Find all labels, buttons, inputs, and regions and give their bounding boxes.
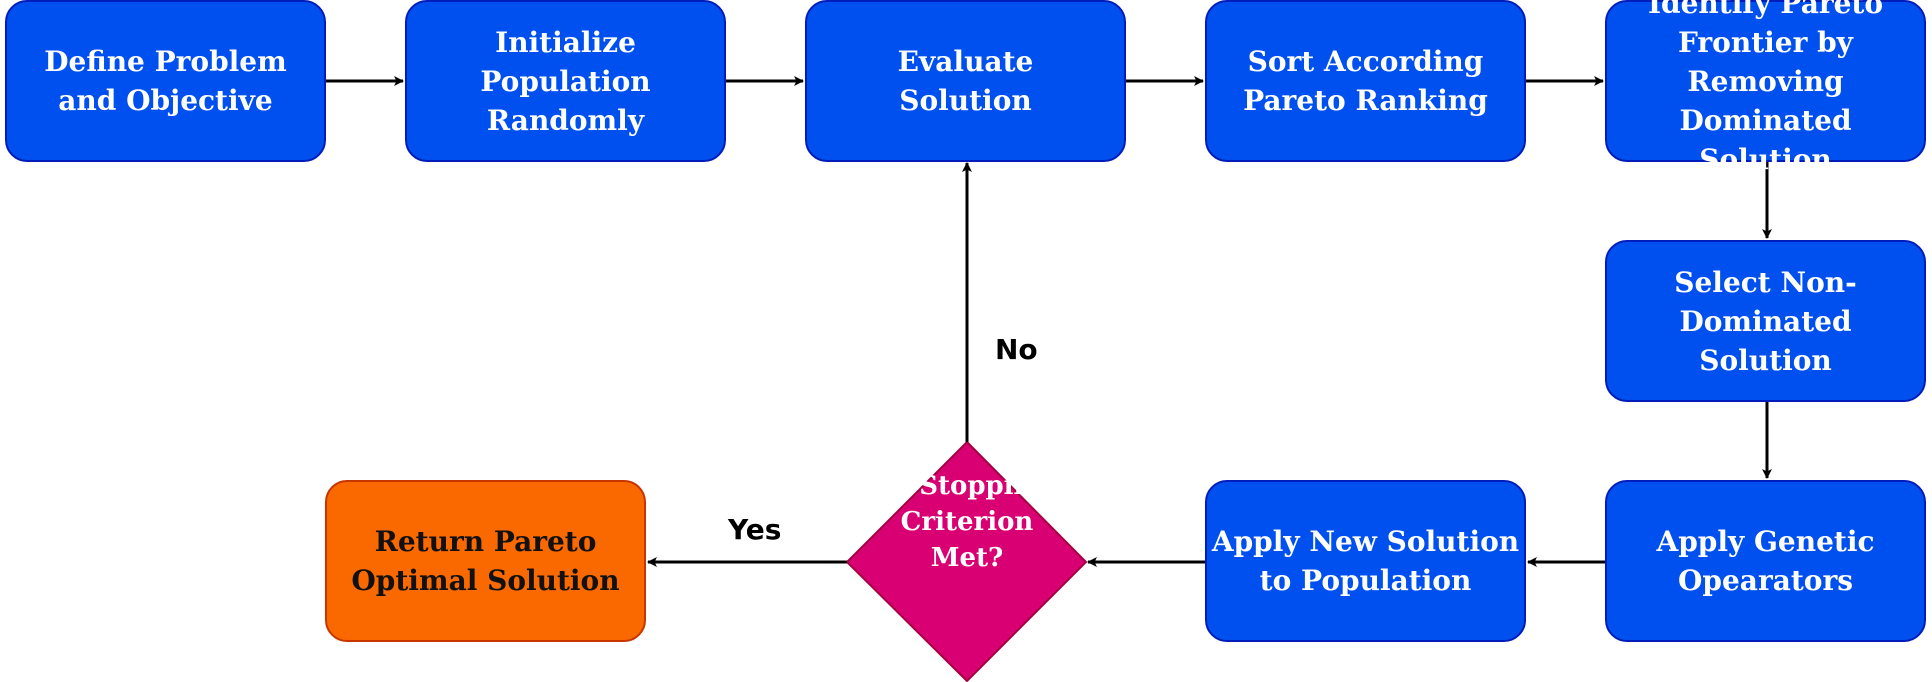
edge-label-no: No — [995, 333, 1038, 366]
node-identify-frontier: Identify Pareto Frontier by Removing Dom… — [1605, 0, 1926, 176]
node-select-non-dominated: Select Non-Dominated Solution — [1605, 240, 1926, 402]
decision-diamond — [845, 440, 1088, 682]
node-apply-genetic: Apply Genetic Opearators — [1605, 480, 1926, 642]
node-define-problem: Define Problem and Objective — [5, 0, 326, 162]
node-return-optimal: Return Pareto Optimal Solution — [325, 480, 646, 642]
node-sort-pareto: Sort According Pareto Ranking — [1205, 0, 1526, 162]
decision-stopping-criterion: Is Stopping Criterion Met? — [883, 471, 1051, 573]
node-evaluate-solution: Evaluate Solution — [805, 0, 1126, 162]
edge-label-yes: Yes — [728, 513, 782, 546]
node-apply-new-solution: Apply New Solution to Population — [1205, 480, 1526, 642]
node-initialize-population: Initialize Population Randomly — [405, 0, 726, 162]
